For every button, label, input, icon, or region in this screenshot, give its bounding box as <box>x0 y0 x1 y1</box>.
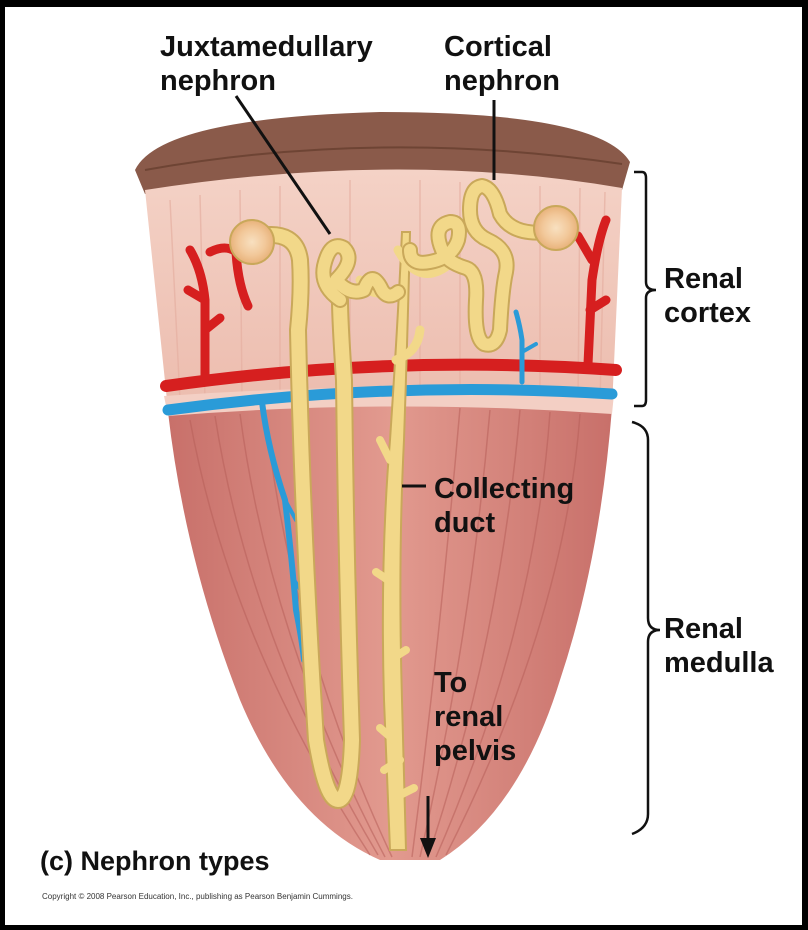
label-renal-cortex: Renal cortex <box>664 262 751 330</box>
juxtamedullary-glomerulus <box>230 220 274 264</box>
label-renal-pelvis: To renal pelvis <box>434 666 516 768</box>
label-juxtamedullary-nephron: Juxtamedullary nephron <box>160 30 373 98</box>
label-collecting-duct: Collecting duct <box>434 472 574 540</box>
cortical-glomerulus <box>534 206 578 250</box>
renal-cortex-bracket <box>634 172 656 406</box>
renal-medulla-bracket <box>632 422 660 834</box>
label-renal-medulla: Renal medulla <box>664 612 774 680</box>
figure-caption: (c) Nephron types <box>40 846 270 877</box>
label-cortical-nephron: Cortical nephron <box>444 30 560 98</box>
copyright-notice: Copyright © 2008 Pearson Education, Inc.… <box>42 892 353 901</box>
